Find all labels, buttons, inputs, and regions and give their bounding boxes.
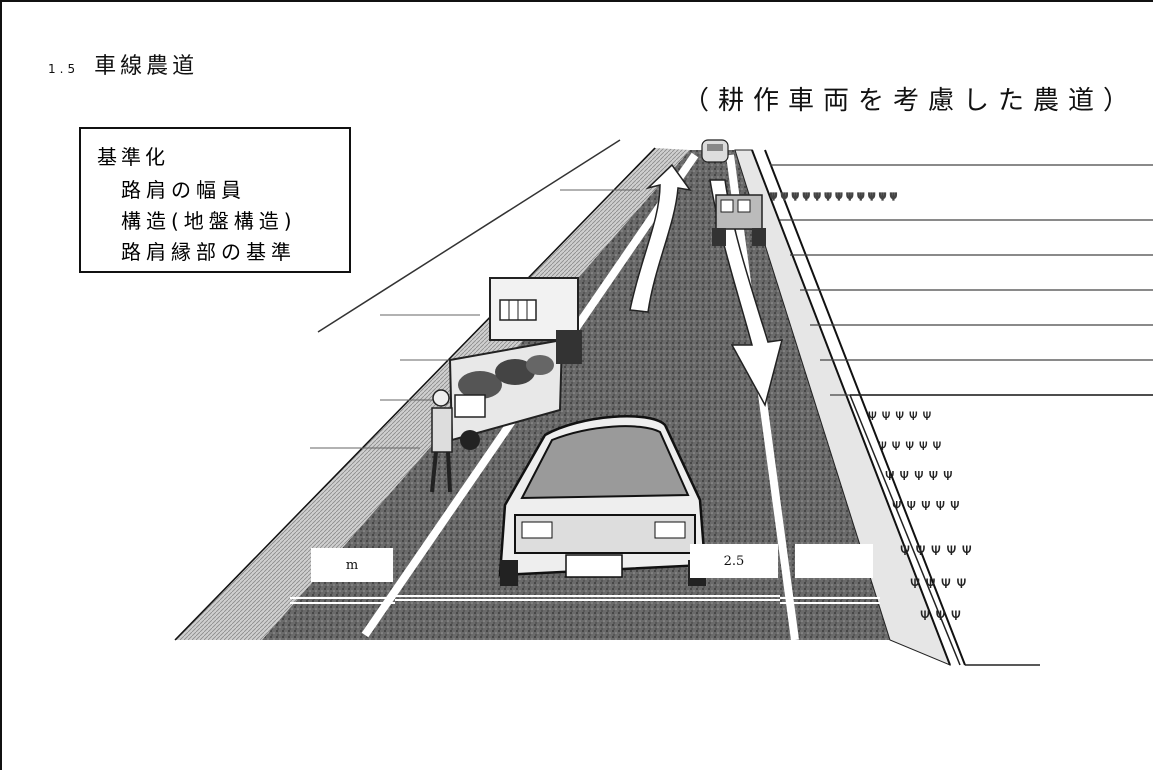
dimension-label-right: 2.5 (690, 544, 778, 578)
farmer-figure (430, 389, 486, 493)
svg-text:ᴪ ᴪ ᴪ ᴪ ᴪ: ᴪ ᴪ ᴪ ᴪ ᴪ (868, 406, 931, 424)
small-truck (448, 277, 582, 450)
tractor (712, 194, 766, 246)
dimension-label-left: m (311, 548, 393, 582)
svg-text:ᴪ ᴪ ᴪ ᴪ ᴪ ᴪ ᴪ ᴪ ᴪ ᴪ ᴪ ᴪ: ᴪ ᴪ ᴪ ᴪ ᴪ ᴪ ᴪ ᴪ ᴪ ᴪ ᴪ ᴪ (770, 189, 897, 203)
lower-rice-field: ᴪ ᴪ ᴪ ᴪ ᴪ ᴪ ᴪ ᴪ ᴪ ᴪ ᴪ ᴪ ᴪ ᴪ ᴪ ᴪ ᴪ ᴪ ᴪ ᴪ … (849, 394, 1153, 666)
svg-text:ᴪ ᴪ ᴪ ᴪ ᴪ: ᴪ ᴪ ᴪ ᴪ ᴪ (900, 540, 972, 560)
subtitle: （耕作車両を考慮した農道） (683, 86, 1139, 116)
passenger-car (498, 415, 707, 586)
standards-box: 基準化 路肩の幅員 構造(地盤構造) 路肩縁部の基準 (79, 127, 351, 273)
dimension-lines (290, 595, 880, 604)
svg-text:ᴪ ᴪ ᴪ ᴪ ᴪ: ᴪ ᴪ ᴪ ᴪ ᴪ (878, 436, 941, 454)
standard-item-structure: 構造(地盤構造) (121, 209, 297, 233)
upper-rice-field: ᴪ ᴪ ᴪ ᴪ ᴪ ᴪ ᴪ ᴪ ᴪ ᴪ ᴪ ᴪ (769, 164, 1153, 396)
dimension-label-far-right (795, 544, 873, 578)
svg-text:ᴪ ᴪ ᴪ ᴪ: ᴪ ᴪ ᴪ ᴪ (910, 573, 966, 593)
section-title: 1.5 車線農道 (48, 48, 198, 80)
distant-car (701, 139, 729, 163)
section-number: 1.5 (48, 62, 80, 76)
left-verge (175, 148, 690, 640)
up-arrow-icon (629, 163, 692, 313)
standards-heading: 基準化 (97, 145, 169, 169)
svg-text:ᴪ ᴪ ᴪ ᴪ ᴪ: ᴪ ᴪ ᴪ ᴪ ᴪ (885, 465, 953, 484)
section-title-text: 車線農道 (94, 54, 199, 79)
svg-text:ᴪ ᴪ ᴪ: ᴪ ᴪ ᴪ (920, 605, 961, 625)
standard-item-shoulder-width: 路肩の幅員 (121, 178, 246, 202)
svg-text:ᴪ ᴪ ᴪ ᴪ ᴪ: ᴪ ᴪ ᴪ ᴪ ᴪ (892, 495, 960, 514)
standard-item-shoulder-edge: 路肩縁部の基準 (121, 240, 296, 264)
